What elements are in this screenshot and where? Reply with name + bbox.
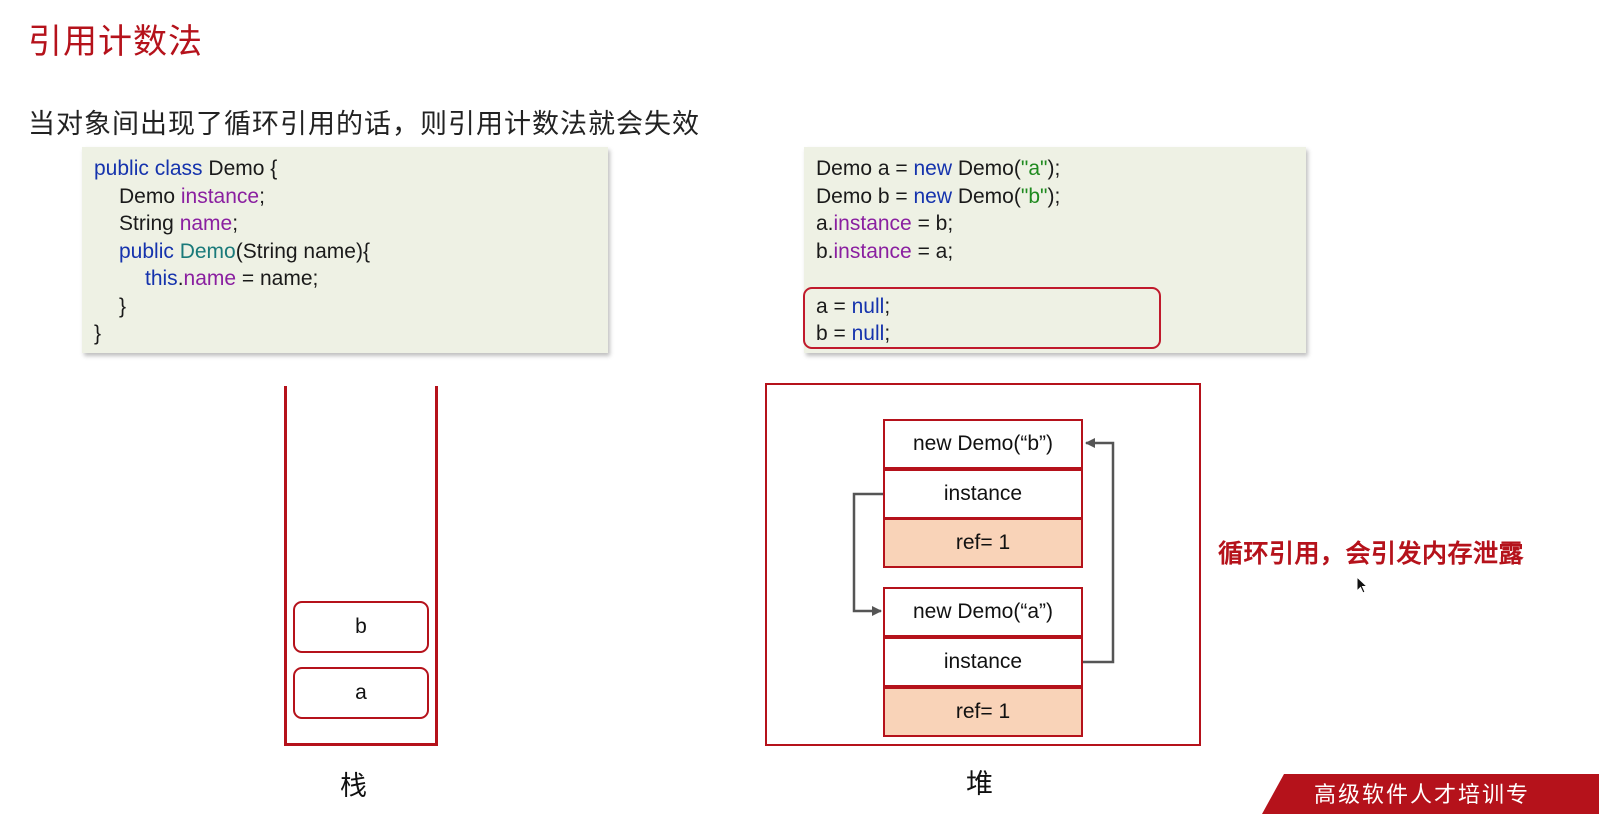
code-field: instance xyxy=(833,239,912,263)
code-line: } xyxy=(94,320,101,348)
null-assignment-highlight xyxy=(803,287,1161,349)
code-text: Demo( xyxy=(952,157,1021,180)
code-string: "a" xyxy=(1020,157,1048,180)
code-line: public class Demo { xyxy=(94,155,277,183)
code-text: Demo( xyxy=(952,184,1021,208)
heap-object-a-header: new Demo(“a”) xyxy=(883,587,1083,637)
banner-background xyxy=(1262,774,1599,814)
slide-title: 引用计数法 xyxy=(28,22,203,62)
code-text: b = xyxy=(816,322,852,345)
code-line: String name; xyxy=(119,210,238,238)
code-text: } xyxy=(94,322,102,345)
code-text: ); xyxy=(1047,184,1061,208)
code-line: Demo b = new Demo("b"); xyxy=(816,183,1060,211)
heap-object-b-instance: instance xyxy=(883,469,1083,519)
code-text: ; xyxy=(232,212,239,235)
code-text: Demo { xyxy=(202,157,278,180)
heap-object-a-refcount: ref= 1 xyxy=(883,687,1083,737)
code-keyword: new xyxy=(913,157,952,180)
code-text: (String name){ xyxy=(235,239,370,263)
code-line: Demo instance; xyxy=(119,183,265,211)
code-text: ); xyxy=(1047,157,1061,180)
code-text: = b; xyxy=(911,212,954,235)
code-text: Demo a = xyxy=(816,157,914,180)
code-text: Demo xyxy=(119,184,181,208)
brand-banner: 高级软件人才培训专 xyxy=(1262,774,1599,814)
code-line: public Demo(String name){ xyxy=(119,238,370,266)
code-keyword: this xyxy=(145,267,178,290)
code-line: b.instance = a; xyxy=(816,238,953,266)
heap-label: 堆 xyxy=(966,769,993,800)
code-line: a.instance = b; xyxy=(816,210,953,238)
code-text: ; xyxy=(884,322,891,345)
banner-text: 高级软件人才培训专 xyxy=(1314,783,1531,808)
code-field: instance xyxy=(833,212,912,235)
code-line: this.name = name; xyxy=(145,265,318,293)
heap-object-a-instance: instance xyxy=(883,637,1083,687)
code-string: "b" xyxy=(1020,184,1048,208)
stack-label: 栈 xyxy=(340,771,367,802)
code-field: name xyxy=(179,212,233,235)
mouse-cursor-icon xyxy=(1356,576,1369,594)
code-text: b. xyxy=(816,239,834,263)
code-text: } xyxy=(119,294,127,318)
code-text: = name; xyxy=(236,267,319,290)
code-field: instance xyxy=(180,184,260,208)
code-keyword: public class xyxy=(94,157,203,180)
code-line: a = null; xyxy=(816,293,890,321)
code-text: String xyxy=(119,212,180,235)
code-method: Demo xyxy=(179,239,236,263)
code-text: a = xyxy=(816,295,852,318)
usage-code-block: Demo a = new Demo("a"); Demo b = new Dem… xyxy=(803,147,1306,353)
code-line: } xyxy=(119,293,126,321)
code-keyword: null xyxy=(851,322,885,345)
class-definition-code-block: public class Demo { Demo instance; Strin… xyxy=(82,147,608,353)
code-keyword: null xyxy=(851,295,885,318)
code-text: ; xyxy=(884,295,891,318)
stack-frame xyxy=(284,386,438,746)
heap-frame xyxy=(765,383,1201,746)
stack-variable-b: b xyxy=(293,601,429,653)
heap-object-b-header: new Demo(“b”) xyxy=(883,419,1083,469)
code-keyword: public xyxy=(119,239,180,263)
stack-variable-a: a xyxy=(293,667,429,719)
code-text: ; xyxy=(259,184,265,208)
code-text: a. xyxy=(816,212,834,235)
code-keyword: new xyxy=(913,184,952,208)
code-field: name xyxy=(183,267,237,290)
code-line: Demo a = new Demo("a"); xyxy=(816,155,1060,183)
code-text: . xyxy=(177,267,184,290)
code-text: Demo b = xyxy=(816,184,914,208)
code-text: = a; xyxy=(911,239,954,263)
slide-subtitle: 当对象间出现了循环引用的话，则引用计数法就会失效 xyxy=(28,109,700,140)
code-line: b = null; xyxy=(816,320,890,348)
memory-leak-note: 循环引用，会引发内存泄露 xyxy=(1218,539,1525,568)
heap-object-b-refcount: ref= 1 xyxy=(883,518,1083,568)
